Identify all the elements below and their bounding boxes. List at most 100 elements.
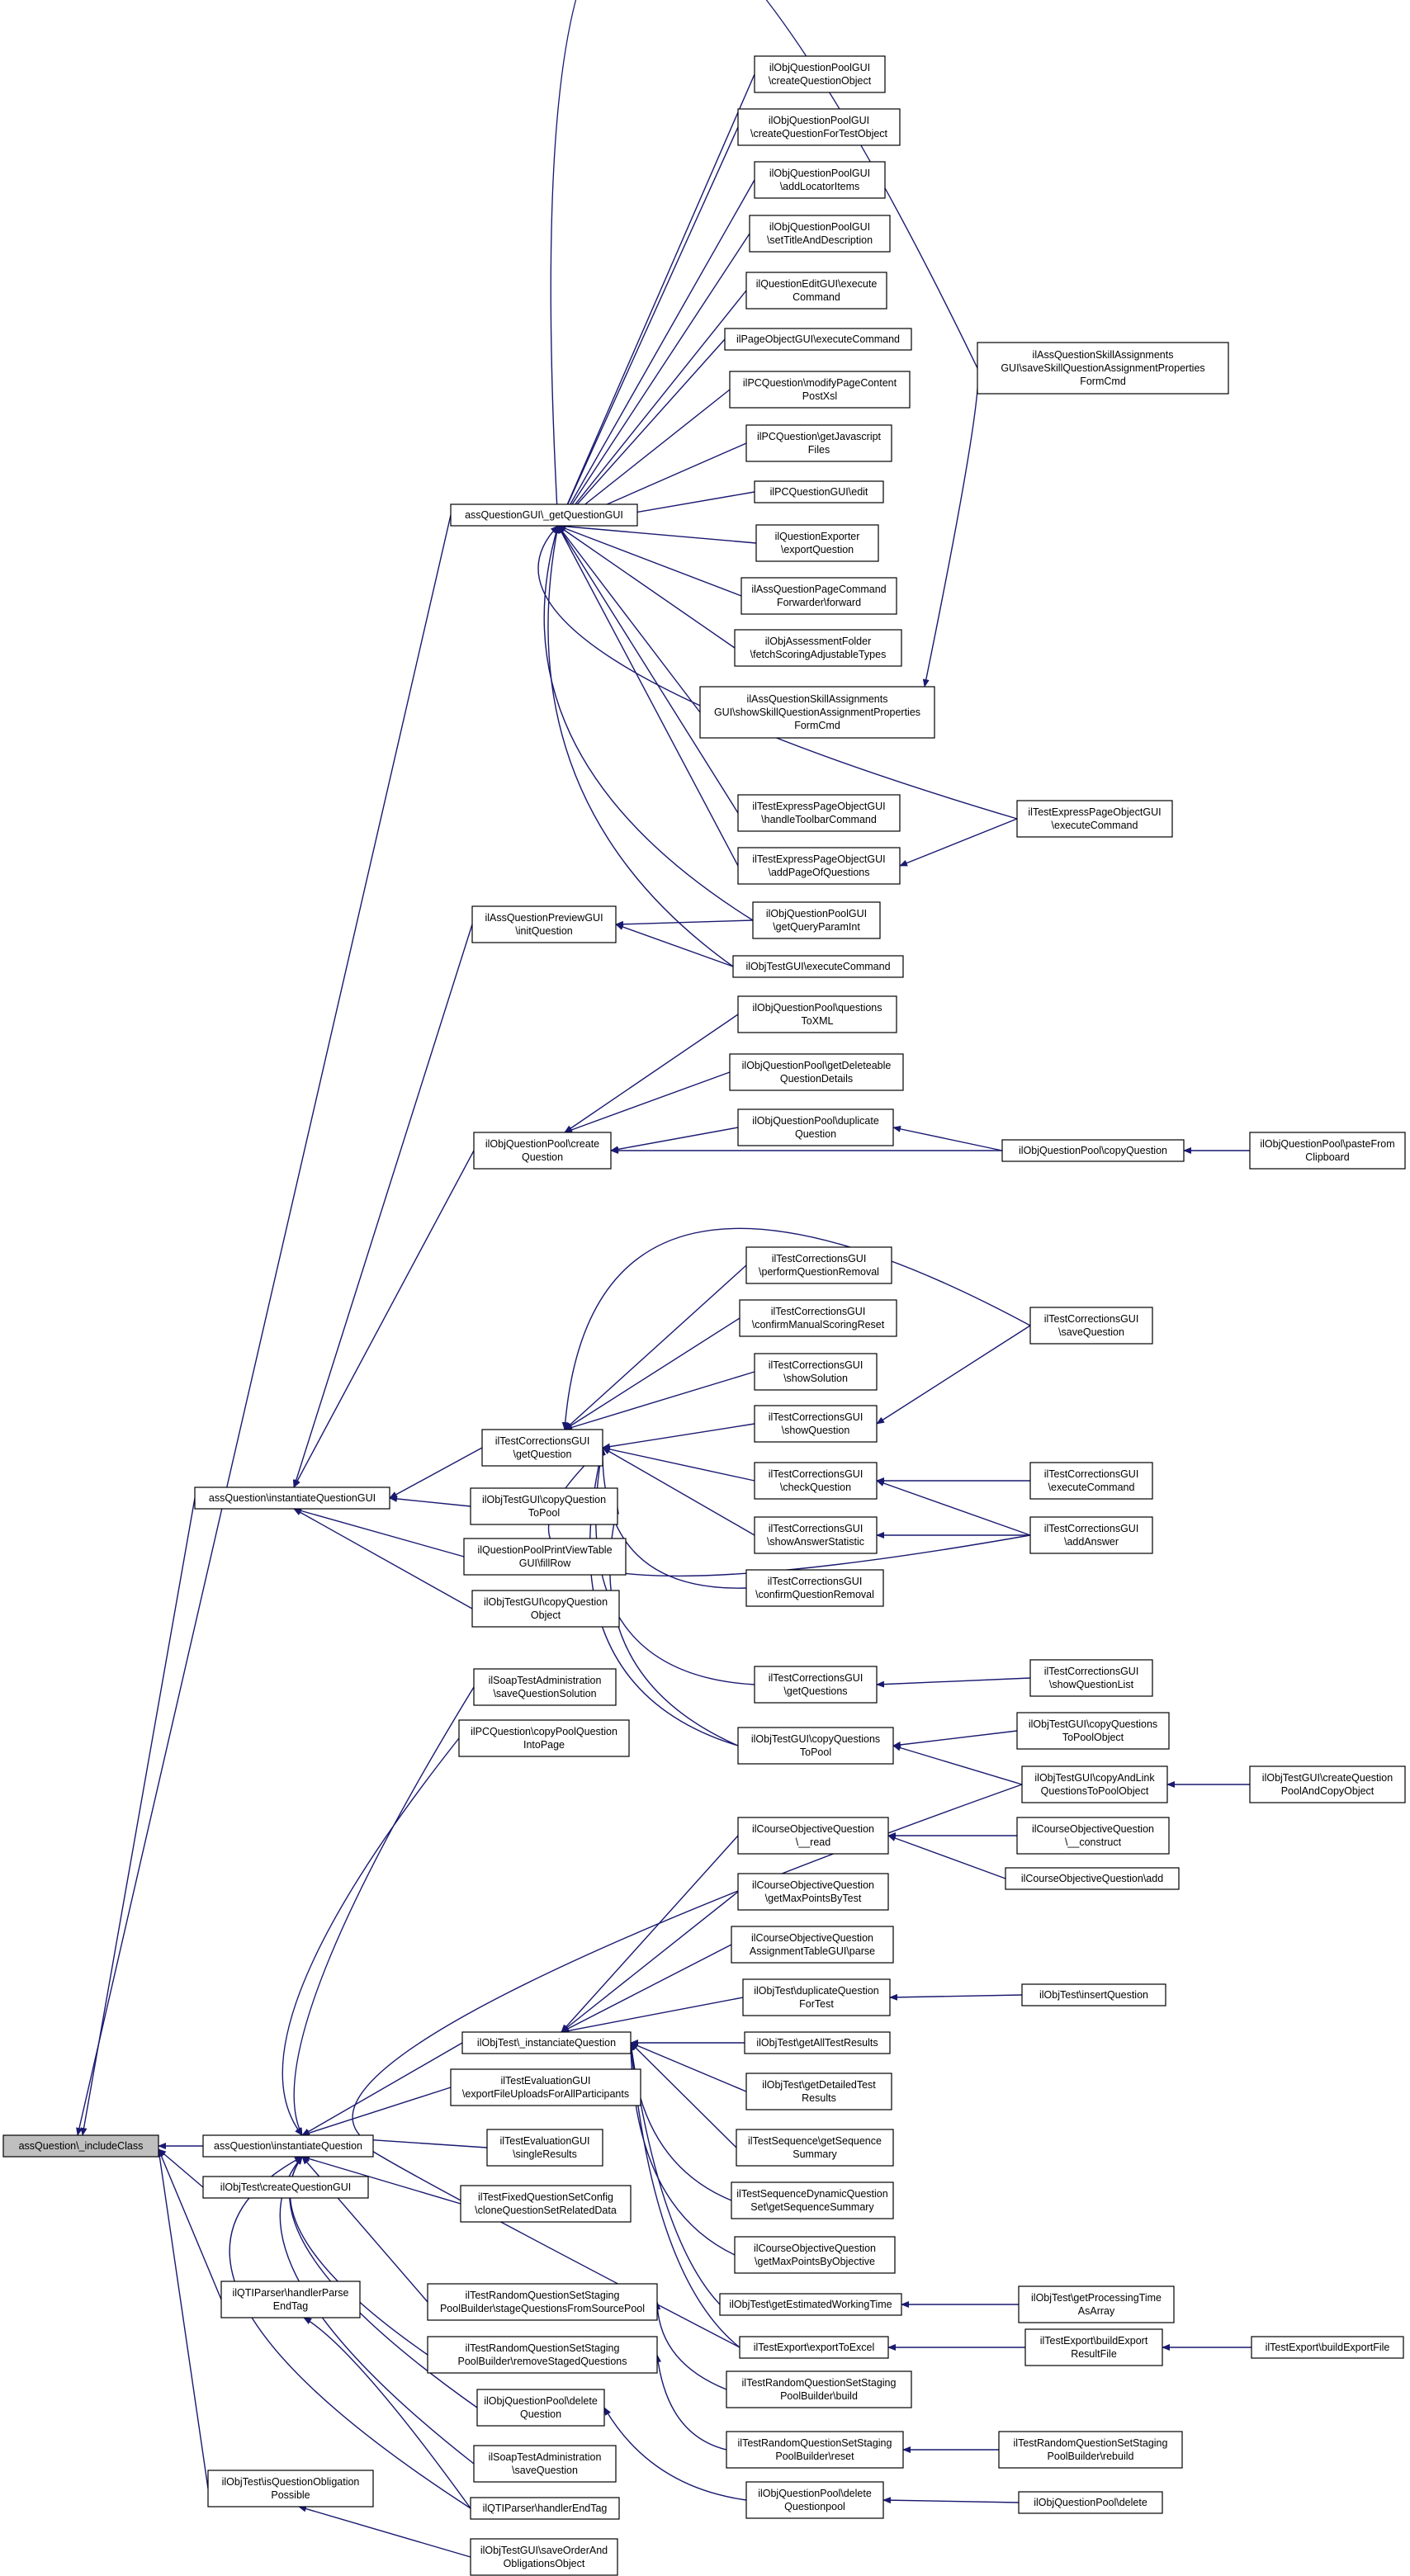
node-oqp_cqo[interactable]: ilObjQuestionPoolGUI\createQuestionObjec… bbox=[754, 55, 886, 93]
node-oqp_del[interactable]: ilObjQuestionPool\delete bbox=[1018, 2491, 1163, 2514]
node-box[interactable] bbox=[754, 55, 886, 93]
node-oqp_copy[interactable]: ilObjQuestionPool\copyQuestion bbox=[1001, 1139, 1185, 1162]
node-box[interactable] bbox=[745, 2481, 884, 2519]
node-tepog_exec[interactable]: ilTestExpressPageObjectGUI\executeComman… bbox=[1016, 800, 1173, 838]
node-aqpg_init[interactable]: ilAssQuestionPreviewGUI\initQuestion bbox=[471, 905, 617, 943]
node-tcg_sq[interactable]: ilTestCorrectionsGUI\showQuestion bbox=[754, 1405, 878, 1443]
node-box[interactable] bbox=[742, 1978, 891, 2016]
node-box[interactable] bbox=[745, 424, 892, 462]
node-box[interactable] bbox=[734, 629, 902, 667]
node-box[interactable] bbox=[461, 2031, 632, 2054]
node-aq_inst[interactable]: assQuestion\instantiateQuestion bbox=[202, 2134, 374, 2158]
node-box[interactable] bbox=[699, 686, 935, 739]
node-coq_gmpo[interactable]: ilCourseObjectiveQuestion\getMaxPointsBy… bbox=[734, 2236, 896, 2274]
node-oqpg_gqpi[interactable]: ilObjQuestionPoolGUI\getQueryParamInt bbox=[752, 901, 881, 939]
node-box[interactable] bbox=[737, 995, 897, 1033]
node-tsdq[interactable]: ilTestSequenceDynamicQuestionSet\getSequ… bbox=[731, 2181, 894, 2219]
node-box[interactable] bbox=[754, 1516, 878, 1554]
node-aqpcf[interactable]: ilAssQuestionPageCommandForwarder\forwar… bbox=[740, 577, 897, 615]
node-box[interactable] bbox=[726, 2431, 904, 2469]
node-trqs_rebuild[interactable]: ilTestRandomQuestionSetStagingPoolBuilde… bbox=[998, 2431, 1183, 2469]
node-te_bef[interactable]: ilTestExport\buildExportFile bbox=[1251, 2336, 1404, 2359]
node-box[interactable] bbox=[486, 2129, 603, 2167]
node-box[interactable] bbox=[734, 2236, 896, 2274]
node-box[interactable] bbox=[755, 524, 879, 562]
node-oqp_std[interactable]: ilObjQuestionPoolGUI\setTitleAndDescript… bbox=[749, 215, 891, 253]
node-box[interactable] bbox=[1024, 2328, 1163, 2366]
node-box[interactable] bbox=[470, 1487, 618, 1525]
node-box[interactable] bbox=[754, 1666, 878, 1704]
node-box[interactable] bbox=[731, 2181, 894, 2219]
node-box[interactable] bbox=[736, 2129, 894, 2167]
node-box[interactable] bbox=[745, 2073, 892, 2110]
node-box[interactable] bbox=[471, 1590, 620, 1628]
node-tcg_sql[interactable]: ilTestCorrectionsGUI\showQuestionList bbox=[1029, 1659, 1153, 1697]
node-oaf_fsat[interactable]: ilObjAssessmentFolder\fetchScoringAdjust… bbox=[734, 629, 902, 667]
node-box[interactable] bbox=[726, 2370, 912, 2408]
node-box[interactable] bbox=[737, 1727, 894, 1765]
node-box[interactable] bbox=[473, 1132, 612, 1170]
node-ot_gatr[interactable]: ilObjTest\getAllTestResults bbox=[744, 2031, 891, 2054]
node-box[interactable] bbox=[450, 503, 638, 527]
node-box[interactable] bbox=[460, 2185, 632, 2223]
node-box[interactable] bbox=[471, 905, 617, 943]
node-box[interactable] bbox=[745, 1246, 892, 1284]
node-qti_het[interactable]: ilQTIParser\handlerEndTag bbox=[470, 2497, 620, 2520]
node-coq_gmpt[interactable]: ilCourseObjectiveQuestion\getMaxPointsBy… bbox=[737, 1873, 889, 1911]
node-box[interactable] bbox=[754, 1462, 878, 1500]
node-tfqsc[interactable]: ilTestFixedQuestionSetConfig\cloneQuesti… bbox=[460, 2185, 632, 2223]
node-box[interactable] bbox=[1029, 1462, 1153, 1500]
node-trqs_sqfs[interactable]: ilTestRandomQuestionSetStagingPoolBuilde… bbox=[427, 2283, 658, 2321]
node-oqp_gdqd[interactable]: ilObjQuestionPool\getDeleteableQuestionD… bbox=[729, 1053, 904, 1091]
node-aqsa_show[interactable]: ilAssQuestionSkillAssignmentsGUI\showSki… bbox=[699, 686, 935, 739]
node-box[interactable] bbox=[473, 1668, 617, 1706]
node-tcg_pqr[interactable]: ilTestCorrectionsGUI\performQuestionRemo… bbox=[745, 1246, 892, 1284]
node-box[interactable] bbox=[737, 1873, 889, 1911]
node-pog_exec[interactable]: ilPageObjectGUI\executeCommand bbox=[724, 328, 912, 351]
node-box[interactable] bbox=[1029, 1516, 1153, 1554]
node-ot_inst[interactable]: ilObjTest\_instanciateQuestion bbox=[461, 2031, 632, 2054]
node-box[interactable] bbox=[458, 1719, 630, 1757]
node-otg_cqpc[interactable]: ilObjTestGUI\createQuestionPoolAndCopyOb… bbox=[1249, 1765, 1406, 1803]
node-box[interactable] bbox=[740, 577, 897, 615]
node-oqp_dup[interactable]: ilObjQuestionPool\duplicateQuestion bbox=[737, 1108, 894, 1146]
node-root[interactable]: assQuestion\_includeClass bbox=[2, 2134, 159, 2158]
node-box[interactable] bbox=[1021, 1983, 1166, 2006]
node-tcg_exec[interactable]: ilTestCorrectionsGUI\executeCommand bbox=[1029, 1462, 1153, 1500]
root-node-box[interactable] bbox=[2, 2134, 159, 2158]
node-box[interactable] bbox=[450, 2068, 641, 2106]
node-oqp_create[interactable]: ilObjQuestionPool\createQuestion bbox=[473, 1132, 612, 1170]
node-ts_gss[interactable]: ilTestSequence\getSequenceSummary bbox=[736, 2129, 894, 2167]
node-ot_gewt[interactable]: ilObjTest\getEstimatedWorkingTime bbox=[719, 2293, 902, 2316]
node-aqsa_save[interactable]: ilAssQuestionSkillAssignmentsGUI\saveSki… bbox=[977, 342, 1229, 395]
node-box[interactable] bbox=[754, 1405, 878, 1443]
node-box[interactable] bbox=[737, 847, 901, 885]
node-box[interactable] bbox=[1018, 2491, 1163, 2514]
node-otg_calq[interactable]: ilObjTestGUI\copyAndLinkQuestionsToPoolO… bbox=[1021, 1765, 1168, 1803]
node-box[interactable] bbox=[1016, 800, 1173, 838]
node-box[interactable] bbox=[481, 1429, 603, 1467]
node-box[interactable] bbox=[463, 1538, 627, 1576]
node-box[interactable] bbox=[744, 2031, 891, 2054]
node-tcg_ss[interactable]: ilTestCorrectionsGUI\showSolution bbox=[754, 1353, 878, 1391]
node-box[interactable] bbox=[724, 328, 912, 351]
node-tcg_aa[interactable]: ilTestCorrectionsGUI\addAnswer bbox=[1029, 1516, 1153, 1554]
node-box[interactable] bbox=[427, 2283, 658, 2321]
node-box[interactable] bbox=[1016, 1817, 1170, 1855]
node-aqg_get[interactable]: assQuestionGUI\_getQuestionGUI bbox=[450, 503, 638, 527]
node-teg_efu[interactable]: ilTestEvaluationGUI\exportFileUploadsFor… bbox=[450, 2068, 641, 2106]
node-box[interactable] bbox=[737, 108, 901, 146]
node-box[interactable] bbox=[754, 1353, 878, 1391]
node-box[interactable] bbox=[1021, 1765, 1168, 1803]
node-box[interactable] bbox=[1029, 1659, 1153, 1697]
node-trqs_build[interactable]: ilTestRandomQuestionSetStagingPoolBuilde… bbox=[726, 2370, 912, 2408]
